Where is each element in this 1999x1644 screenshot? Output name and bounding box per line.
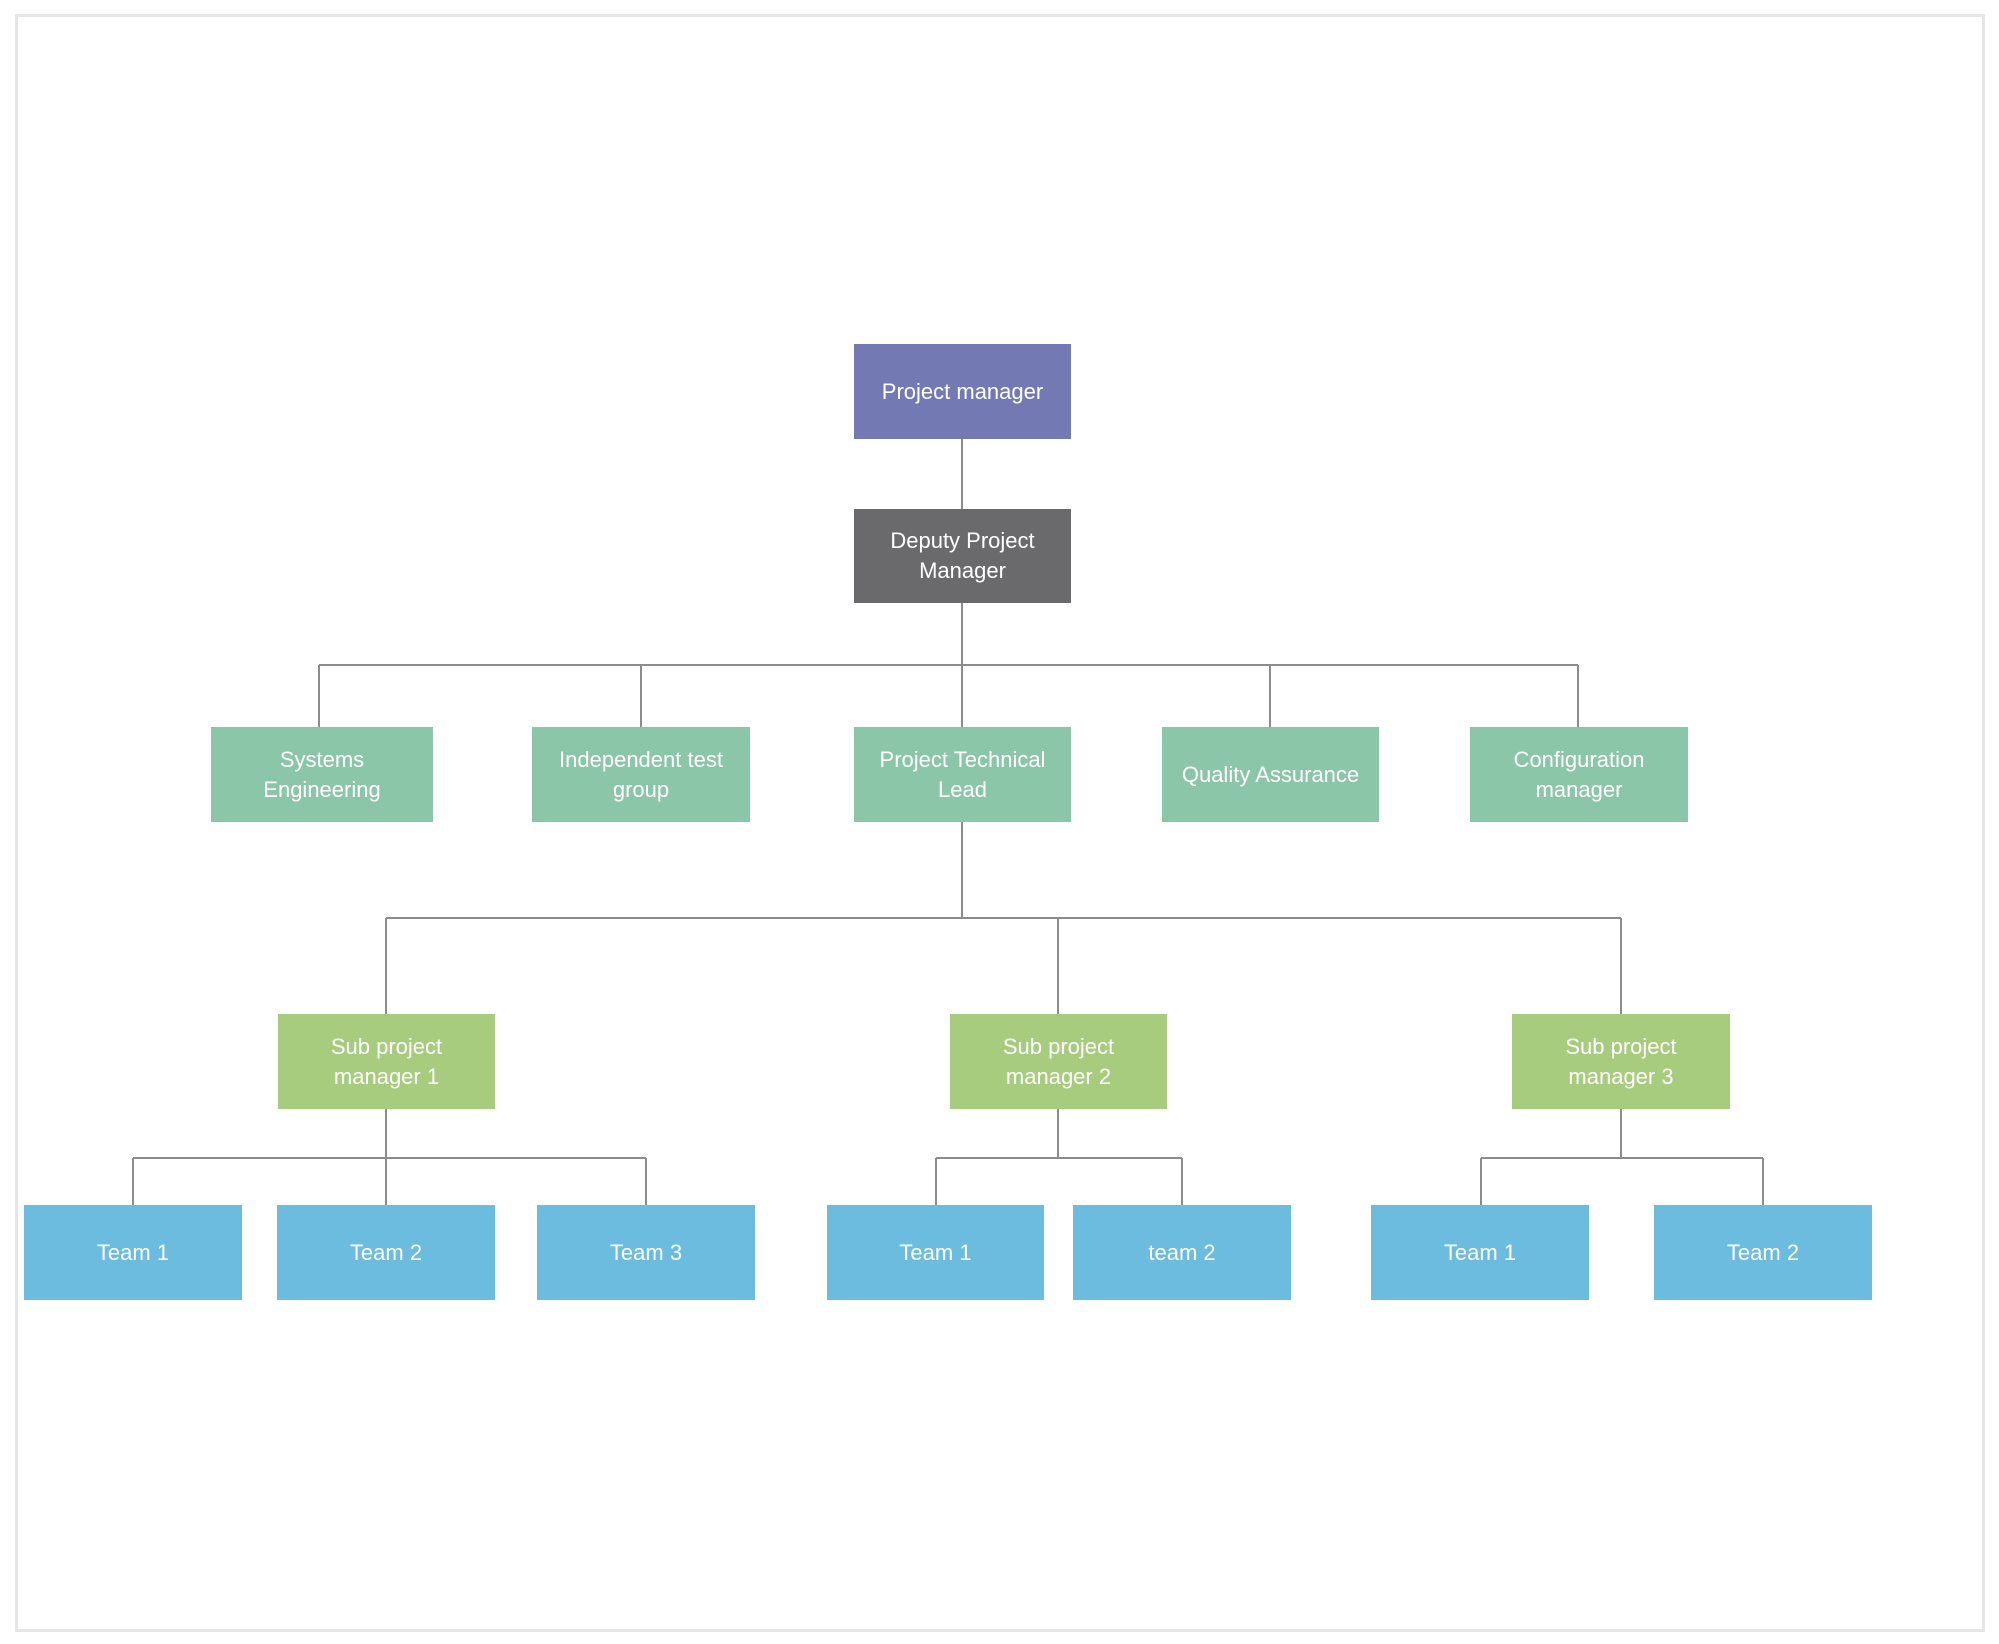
systems-engineering-node[interactable]: Systems Engineering: [211, 727, 433, 822]
configuration-manager-label: Configuration manager: [1513, 746, 1645, 802]
project-technical-lead-node[interactable]: Project Technical Lead: [854, 727, 1071, 822]
systems-engineering-label: Systems Engineering: [263, 746, 381, 802]
project-manager-label: Project manager: [881, 378, 1044, 404]
independent-test-group-node[interactable]: Independent test group: [532, 727, 750, 822]
sub3-team-1-node[interactable]: Team 1: [1371, 1205, 1589, 1300]
project-technical-lead-label: Project Technical Lead: [879, 746, 1046, 802]
sub2-team-1-node[interactable]: Team 1: [827, 1205, 1044, 1300]
deputy-project-manager-label: Deputy Project Manager: [890, 528, 1035, 583]
diagram-canvas: [15, 14, 1985, 1632]
deputy-project-manager-node[interactable]: Deputy Project Manager: [854, 509, 1071, 603]
project-manager-node[interactable]: Project manager: [854, 344, 1071, 439]
sub3-team-2-node[interactable]: Team 2: [1654, 1205, 1872, 1300]
sub-project-manager-2-node[interactable]: Sub project manager 2: [950, 1014, 1167, 1109]
team-label: team 2: [1148, 1239, 1216, 1265]
independent-test-group-label: Independent test group: [559, 746, 723, 802]
sub-project-manager-2-label: Sub project manager 2: [1002, 1033, 1115, 1089]
team-label: Team 2: [1726, 1239, 1800, 1265]
team-label: Team 3: [609, 1239, 683, 1265]
sub-project-manager-1-label: Sub project manager 1: [330, 1033, 443, 1089]
sub1-team-1-node[interactable]: Team 1: [24, 1205, 242, 1300]
quality-assurance-node[interactable]: Quality Assurance: [1162, 727, 1379, 822]
configuration-manager-node[interactable]: Configuration manager: [1470, 727, 1688, 822]
sub-project-manager-1-node[interactable]: Sub project manager 1: [278, 1014, 495, 1109]
sub2-team-2-node[interactable]: team 2: [1073, 1205, 1291, 1300]
team-label: Team 1: [899, 1239, 972, 1265]
quality-assurance-label: Quality Assurance: [1181, 761, 1360, 787]
sub-project-manager-3-node[interactable]: Sub project manager 3: [1512, 1014, 1730, 1109]
team-label: Team 1: [96, 1239, 170, 1265]
sub1-team-2-node[interactable]: Team 2: [277, 1205, 495, 1300]
sub-project-manager-3-label: Sub project manager 3: [1565, 1033, 1677, 1089]
team-label: Team 2: [349, 1239, 423, 1265]
team-label: Team 1: [1443, 1239, 1517, 1265]
sub1-team-3-node[interactable]: Team 3: [537, 1205, 755, 1300]
